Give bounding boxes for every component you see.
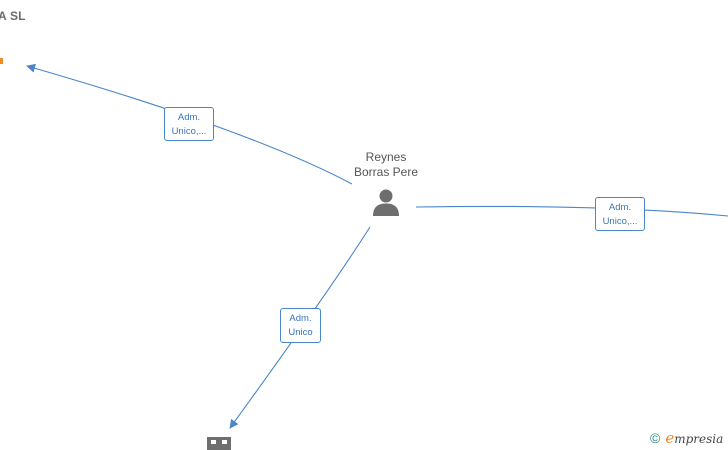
person-name-line2: Borras Pere bbox=[353, 165, 419, 179]
edge-label-right[interactable]: Adm. Unico,... bbox=[595, 197, 645, 231]
edge-label-top-line2: Unico,... bbox=[171, 126, 207, 137]
edge-label-top-line1: Adm. bbox=[177, 112, 201, 123]
company-name-label[interactable]: A SL bbox=[0, 9, 26, 23]
copyright-icon: © bbox=[650, 430, 661, 446]
edge-label-top[interactable]: Adm. Unico,... bbox=[164, 107, 214, 141]
building-icon[interactable] bbox=[207, 437, 231, 450]
person-name[interactable]: Reynes Borras Pere bbox=[340, 150, 432, 180]
edge-label-bottom[interactable]: Adm. Unico bbox=[280, 308, 321, 343]
edge-label-bottom-line1: Adm. bbox=[289, 313, 312, 324]
person-name-line1: Reynes bbox=[365, 150, 407, 164]
edge-label-right-line1: Adm. bbox=[608, 202, 632, 213]
brand-logo-rest: mpresia bbox=[674, 432, 724, 446]
person-icon[interactable] bbox=[371, 188, 401, 216]
footer-brand: © empresia bbox=[650, 429, 723, 447]
brand-logo-initial: e bbox=[665, 429, 675, 447]
edge-to-top-company bbox=[26, 63, 353, 185]
edge-label-bottom-line2: Unico bbox=[288, 327, 313, 338]
edge-to-right-company bbox=[415, 205, 728, 217]
company-marker bbox=[0, 58, 3, 64]
person-node[interactable]: Reynes Borras Pere bbox=[340, 150, 432, 216]
edge-label-right-line2: Unico,... bbox=[602, 216, 638, 227]
brand-logo[interactable]: empresia bbox=[665, 429, 723, 447]
